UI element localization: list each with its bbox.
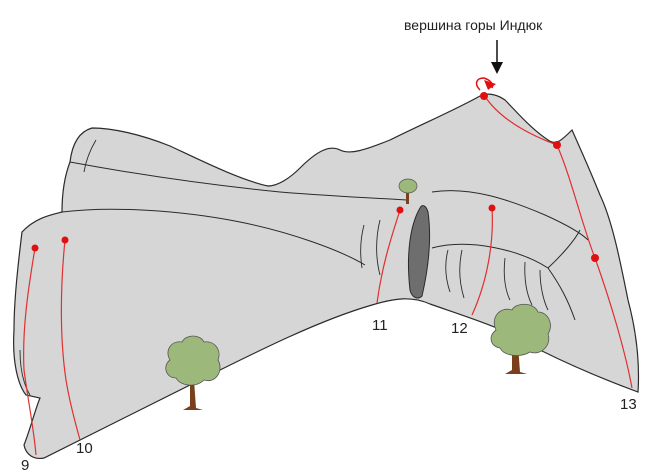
route-13-label: 13 bbox=[620, 396, 637, 413]
route-12-line bbox=[471, 207, 493, 316]
summit-label: вершина горы Индюк bbox=[404, 17, 543, 33]
tree-icon bbox=[398, 178, 418, 204]
route-13-top-point bbox=[480, 92, 488, 100]
route-lines bbox=[23, 94, 633, 456]
ridge-line-upper bbox=[69, 161, 409, 201]
route-11-label: 11 bbox=[372, 317, 388, 334]
route-points bbox=[31, 92, 599, 262]
rock-texture bbox=[19, 139, 549, 396]
route-13-mid-point bbox=[553, 141, 561, 149]
ridge-line-middle bbox=[61, 208, 366, 266]
route-12-point bbox=[488, 204, 496, 212]
cave-opening bbox=[408, 205, 431, 299]
flag-icon bbox=[475, 77, 496, 91]
ridge-line-right-low bbox=[547, 267, 576, 321]
tree-icon bbox=[165, 335, 221, 410]
route-12-label: 12 bbox=[451, 320, 468, 337]
route-10-line bbox=[60, 239, 81, 441]
arrow-down-icon bbox=[491, 40, 503, 74]
route-11-line bbox=[376, 209, 401, 304]
rock-massif bbox=[13, 93, 640, 460]
tree-icon bbox=[490, 303, 551, 374]
route-13-low-point bbox=[591, 254, 599, 262]
route-10-point bbox=[61, 236, 69, 244]
route-11-point bbox=[396, 206, 404, 214]
route-9-label: 9 bbox=[21, 457, 30, 474]
route-13-line bbox=[483, 94, 633, 389]
ridge-line-right-top bbox=[431, 190, 589, 241]
route-9-line bbox=[23, 247, 37, 456]
route-10-label: 10 bbox=[76, 440, 93, 457]
route-9-point bbox=[31, 244, 39, 252]
ridge-line-right-mid bbox=[431, 229, 581, 269]
